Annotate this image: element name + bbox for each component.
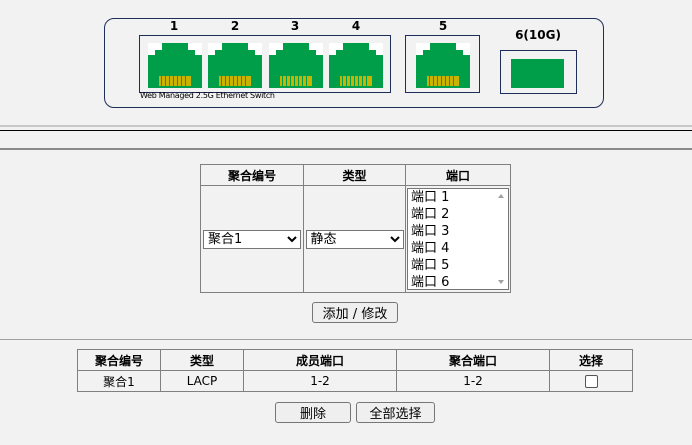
port-option-3[interactable]: 端口 3: [411, 224, 450, 239]
aggregation-list-table: 聚合编号 类型 成员端口 聚合端口 选择 聚合1 LACP 1-2 1-2: [77, 349, 633, 392]
ethernet-port-icon: [269, 43, 323, 88]
port-group-5: [405, 35, 480, 93]
port-5[interactable]: [416, 43, 470, 88]
port-label-4: 4: [351, 19, 361, 33]
header-group-id: 聚合编号: [77, 349, 161, 371]
port-2[interactable]: [208, 43, 262, 88]
sfp-port-icon: [511, 59, 564, 88]
header-type: 类型: [303, 164, 406, 186]
switch-panel: [104, 18, 604, 108]
port-label-5: 5: [438, 19, 448, 33]
divider: [0, 125, 692, 127]
port-option-1[interactable]: 端口 1: [411, 190, 450, 205]
divider: [0, 130, 692, 131]
header-type: 类型: [160, 349, 244, 371]
ethernet-port-icon: [148, 43, 202, 88]
port-group-1-4: [139, 35, 391, 93]
cell-type: LACP: [160, 370, 244, 392]
type-select[interactable]: 静态: [305, 229, 404, 249]
delete-button[interactable]: 删除: [275, 402, 351, 423]
port-label-2: 2: [230, 19, 240, 33]
port-4[interactable]: [329, 43, 383, 88]
port-option-5[interactable]: 端口 5: [411, 258, 450, 273]
cell-agg-ports: 1-2: [396, 370, 550, 392]
table-row: 聚合1 LACP 1-2 1-2: [77, 370, 633, 392]
ports-listbox[interactable]: 端口 1 端口 2 端口 3 端口 4 端口 5 端口 6: [407, 188, 509, 290]
ethernet-port-icon: [416, 43, 470, 88]
config-table: 聚合编号 类型 端口 聚合1 静态 端口 1 端口 2 端口 3 端口 4 端口…: [200, 164, 511, 293]
divider: [0, 148, 692, 150]
row-select-checkbox[interactable]: [584, 375, 598, 388]
header-agg-ports: 聚合端口: [396, 349, 550, 371]
port-label-6: 6(10G): [515, 28, 561, 42]
port-option-6[interactable]: 端口 6: [411, 275, 450, 290]
switch-caption: Web Managed 2.5G Ethernet Switch: [140, 91, 275, 100]
select-all-button[interactable]: 全部选择: [356, 402, 435, 423]
cell-group-id: 聚合1: [77, 370, 161, 392]
header-group-id: 聚合编号: [200, 164, 304, 186]
ethernet-port-icon: [329, 43, 383, 88]
sfp-port-6[interactable]: [500, 50, 577, 94]
ethernet-port-icon: [208, 43, 262, 88]
port-option-2[interactable]: 端口 2: [411, 207, 450, 222]
port-3[interactable]: [269, 43, 323, 88]
cell-member-ports: 1-2: [243, 370, 397, 392]
scroll-down-icon: [498, 280, 504, 284]
scrollbar[interactable]: [494, 189, 508, 289]
scroll-up-icon: [498, 194, 504, 198]
group-id-select[interactable]: 聚合1: [203, 229, 301, 249]
port-option-4[interactable]: 端口 4: [411, 241, 450, 256]
add-modify-button[interactable]: 添加 / 修改: [312, 302, 398, 323]
header-ports: 端口: [405, 164, 511, 186]
header-select: 选择: [549, 349, 633, 371]
port-1[interactable]: [148, 43, 202, 88]
port-label-1: 1: [169, 19, 179, 33]
port-label-3: 3: [290, 19, 300, 33]
header-member-ports: 成员端口: [243, 349, 397, 371]
divider: [0, 339, 692, 340]
